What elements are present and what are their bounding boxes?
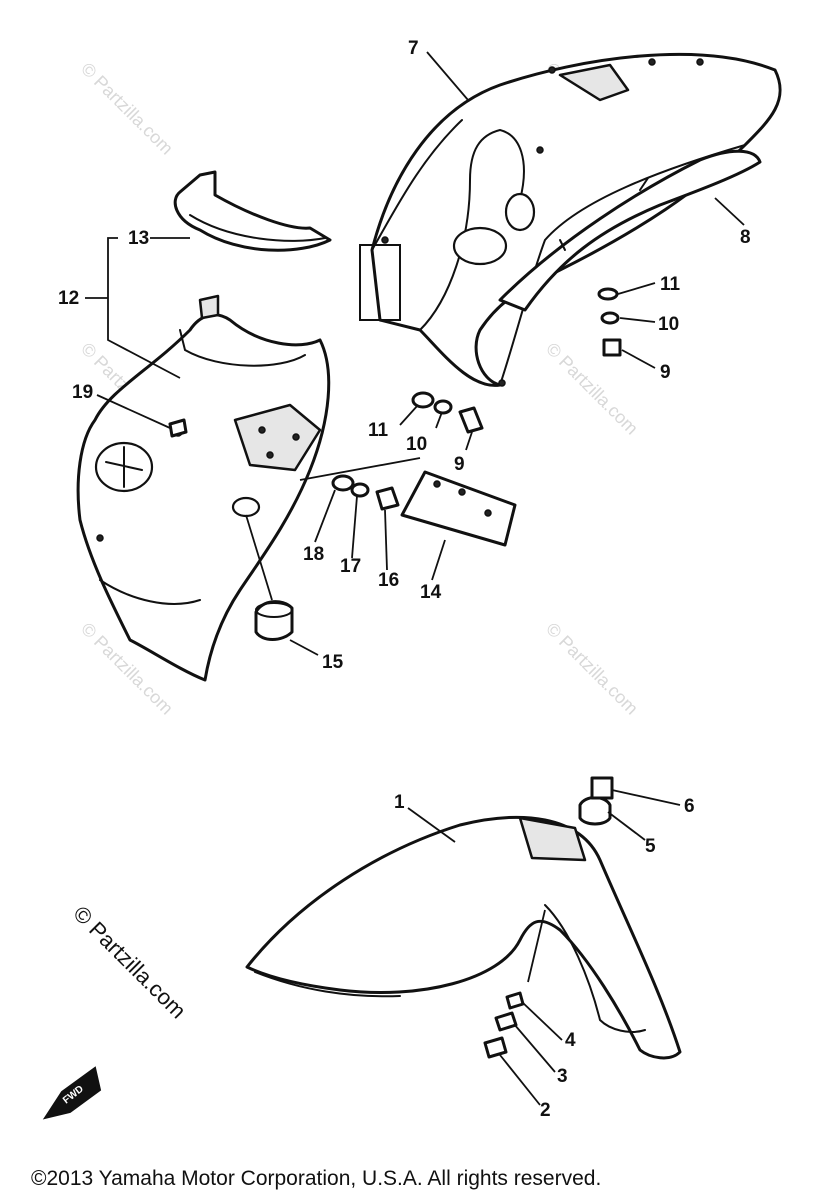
- callout-15: 15: [322, 652, 344, 673]
- bolt-9-right: [602, 338, 622, 357]
- bolt-9-center: [458, 406, 484, 434]
- callout-11-right: 11: [660, 274, 681, 295]
- watermark-6: © Partzilla.com: [542, 619, 642, 719]
- washer-11-center: [411, 391, 435, 409]
- washer-18: [331, 474, 355, 492]
- spring-4: [505, 991, 525, 1010]
- callout-13: 13: [128, 228, 149, 249]
- partzilla-watermark: © Partzilla.com: [68, 901, 191, 1024]
- rear-fender-stay: [498, 149, 762, 312]
- rear-fender: [359, 52, 782, 387]
- callout-6: 6: [684, 796, 695, 817]
- callout-19: 19: [72, 382, 93, 403]
- callout-17: 17: [340, 556, 361, 577]
- front-fender-top-bolt-set: [578, 776, 614, 826]
- lock-washer-10-right: [600, 311, 620, 325]
- callout-9-center: 9: [454, 454, 465, 475]
- callout-7: 7: [408, 38, 419, 59]
- callout-10-right: 10: [658, 314, 679, 335]
- callout-16: 16: [378, 570, 399, 591]
- plate: [400, 470, 517, 547]
- callout-14: 14: [420, 582, 442, 603]
- bolt-6: [590, 776, 614, 800]
- washer-17: [350, 482, 370, 498]
- callouts: 7 8 11 10 9 11 10 9 13 12 19 18 17 16 14…: [58, 38, 751, 1121]
- copyright-notice: ©2013 Yamaha Motor Corporation, U.S.A. A…: [31, 1167, 601, 1190]
- fwd-arrow: FWD: [42, 1066, 102, 1120]
- callout-12: 12: [58, 288, 79, 309]
- rear-bolt-set-right: [597, 287, 622, 357]
- washer-11-right: [597, 287, 619, 301]
- grommet: [254, 600, 294, 641]
- callout-11-center: 11: [368, 420, 389, 441]
- rear-bolt-set-center: [411, 391, 484, 434]
- callout-5: 5: [645, 836, 656, 857]
- callout-10-center: 10: [406, 434, 427, 455]
- lock-washer-10-center: [433, 399, 453, 415]
- washer-3: [494, 1011, 518, 1032]
- nut-16: [375, 486, 400, 511]
- band: [173, 170, 332, 252]
- damper-5: [578, 796, 612, 826]
- headlight-cover: [76, 294, 331, 682]
- callout-18: 18: [303, 544, 324, 565]
- fwd-arrow-icon: [42, 1066, 102, 1120]
- leader-lines: [85, 51, 745, 1106]
- callout-9-right: 9: [660, 362, 671, 383]
- screw-19: [168, 418, 188, 438]
- front-fender-bolt-set: [483, 991, 525, 1059]
- front-fender: [245, 815, 682, 1060]
- plate-hardware: [331, 474, 400, 511]
- callout-2: 2: [540, 1100, 551, 1121]
- bolt-2: [483, 1036, 508, 1059]
- callout-1: 1: [394, 792, 405, 813]
- callout-4: 4: [565, 1030, 576, 1051]
- watermark-1: © Partzilla.com: [77, 59, 177, 159]
- callout-3: 3: [557, 1066, 568, 1087]
- callout-8: 8: [740, 227, 751, 248]
